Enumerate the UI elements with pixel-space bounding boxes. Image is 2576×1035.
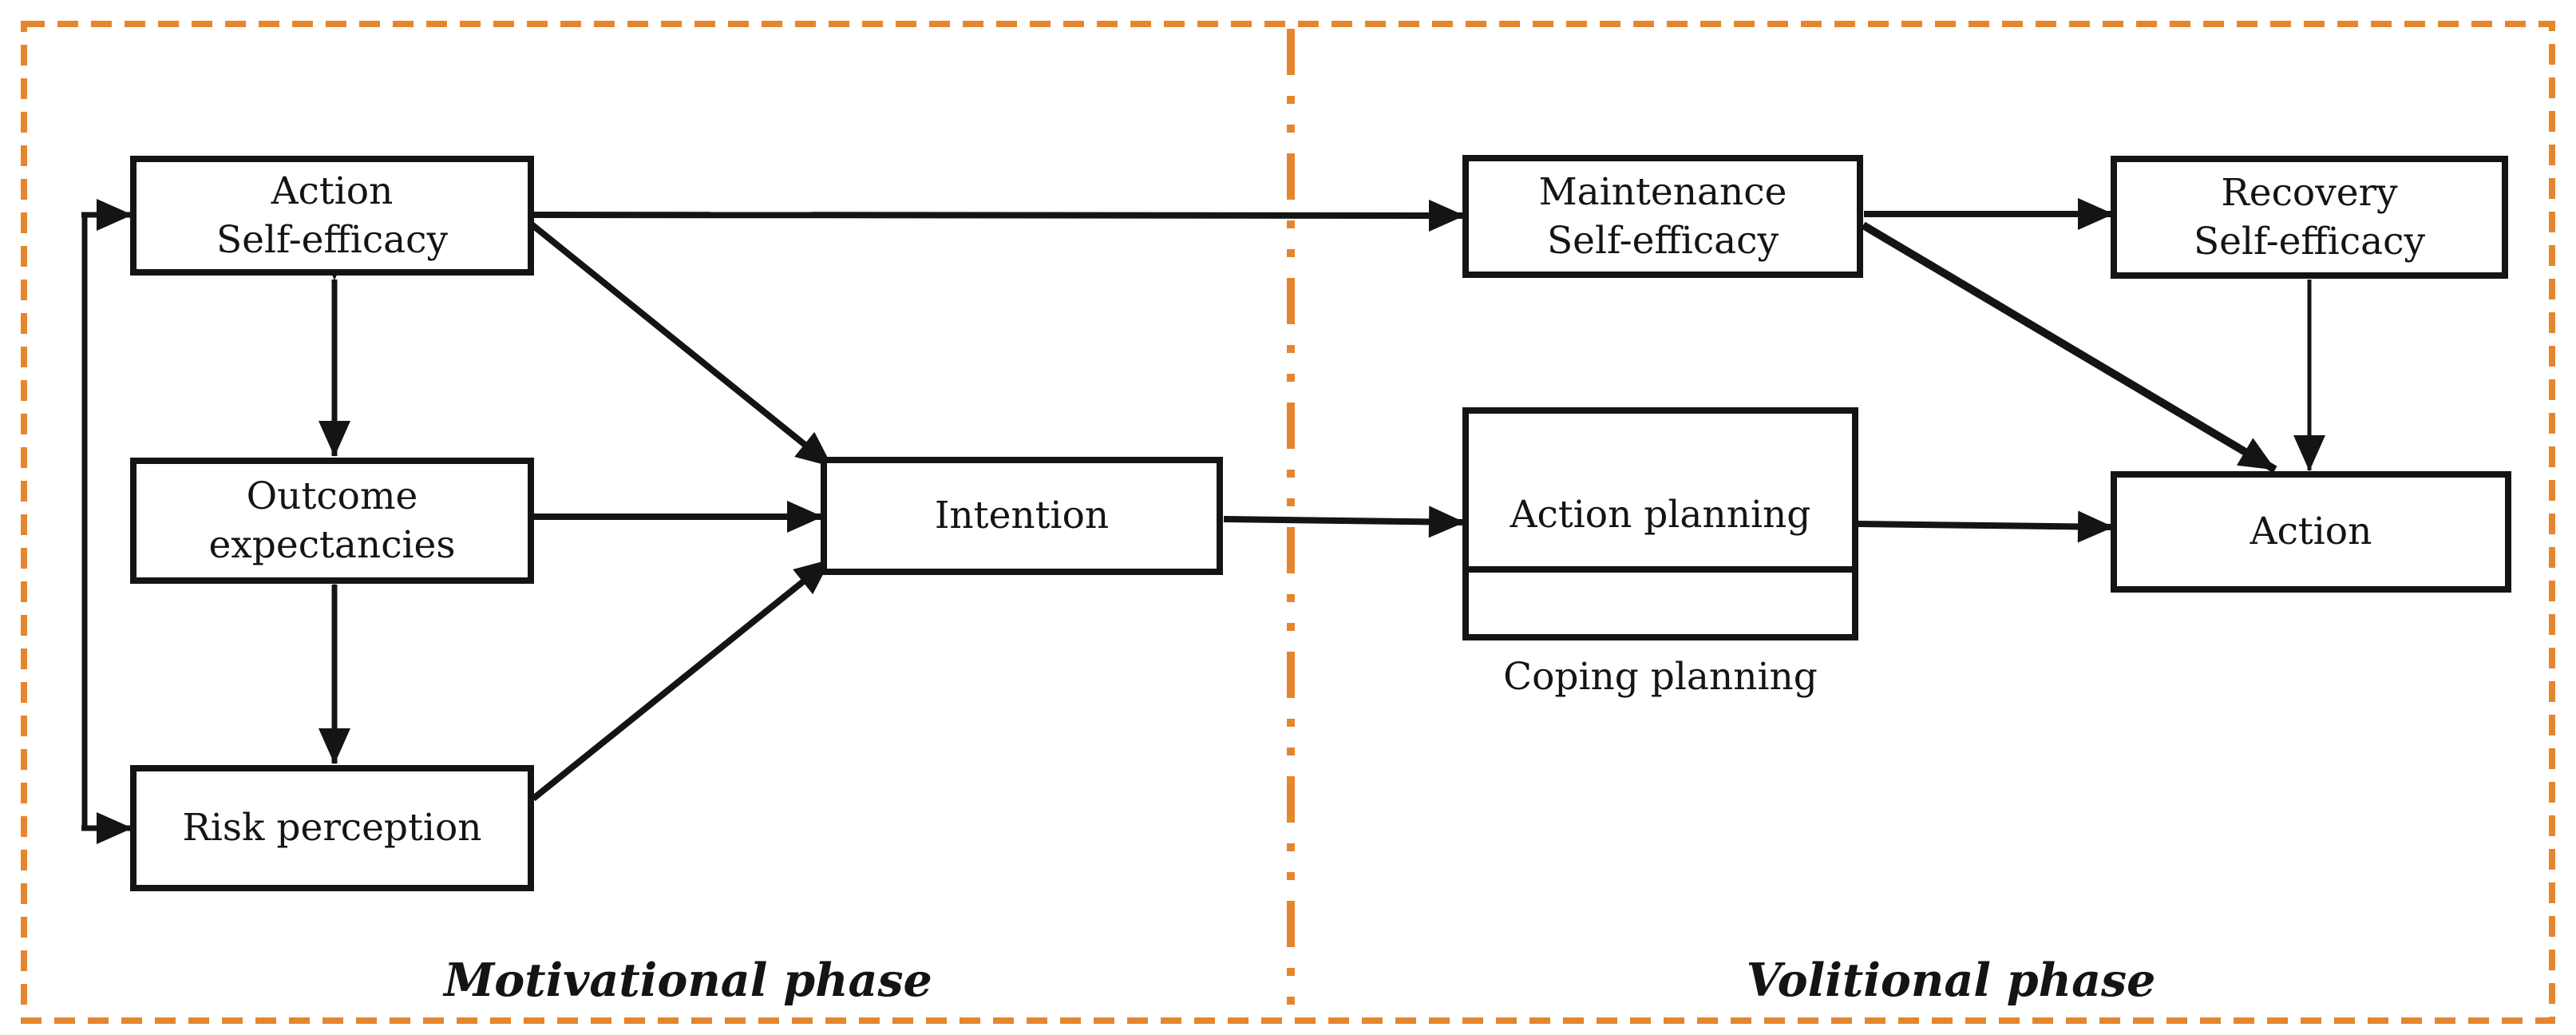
arrow-action-se-to-intention: [529, 221, 834, 470]
box-intention: Intention: [821, 457, 1223, 575]
arrow-intention-to-planning: [1223, 506, 1465, 538]
arrow-maintenance-to-action: [1861, 221, 2277, 474]
phase-outer-dashed-border: [21, 21, 2555, 1024]
label-motivational-phase: Motivational phase: [444, 954, 932, 1007]
box-recovery-self-efficacy-label: Recovery Self-efficacy: [2193, 170, 2426, 264]
box-intention-label: Intention: [934, 494, 1110, 538]
planning-action-cell: Action planning: [1469, 462, 1852, 573]
box-risk-perception: Risk perception: [130, 765, 534, 891]
box-outcome-expectancies-label: Outcome expectancies: [208, 474, 456, 567]
arrow-risk-to-intention: [531, 557, 833, 802]
arrow-planning-to-action: [1858, 510, 2114, 543]
planning-coping-cell: Coping planning: [1469, 621, 1852, 732]
box-action: Action: [2111, 471, 2511, 593]
box-outcome-expectancies: Outcome expectancies: [130, 458, 534, 584]
arrow-action-se-to-maintenance-se: [532, 199, 1465, 232]
box-planning: Action planning Coping planning: [1462, 407, 1858, 699]
label-volitional-phase: Volitional phase: [1746, 954, 2156, 1007]
box-maintenance-self-efficacy: Maintenance Self-efficacy: [1462, 155, 1863, 278]
box-maintenance-self-efficacy-label: Maintenance Self-efficacy: [1538, 169, 1787, 263]
box-risk-perception-label: Risk perception: [182, 806, 482, 851]
box-action-self-efficacy-label: Action Self-efficacy: [216, 169, 449, 262]
box-action-label: Action: [2250, 510, 2372, 554]
planning-action-label: Action planning: [1510, 492, 1811, 537]
box-action-self-efficacy: Action Self-efficacy: [130, 156, 534, 276]
box-recovery-self-efficacy: Recovery Self-efficacy: [2111, 156, 2508, 279]
planning-coping-label: Coping planning: [1503, 654, 1818, 699]
